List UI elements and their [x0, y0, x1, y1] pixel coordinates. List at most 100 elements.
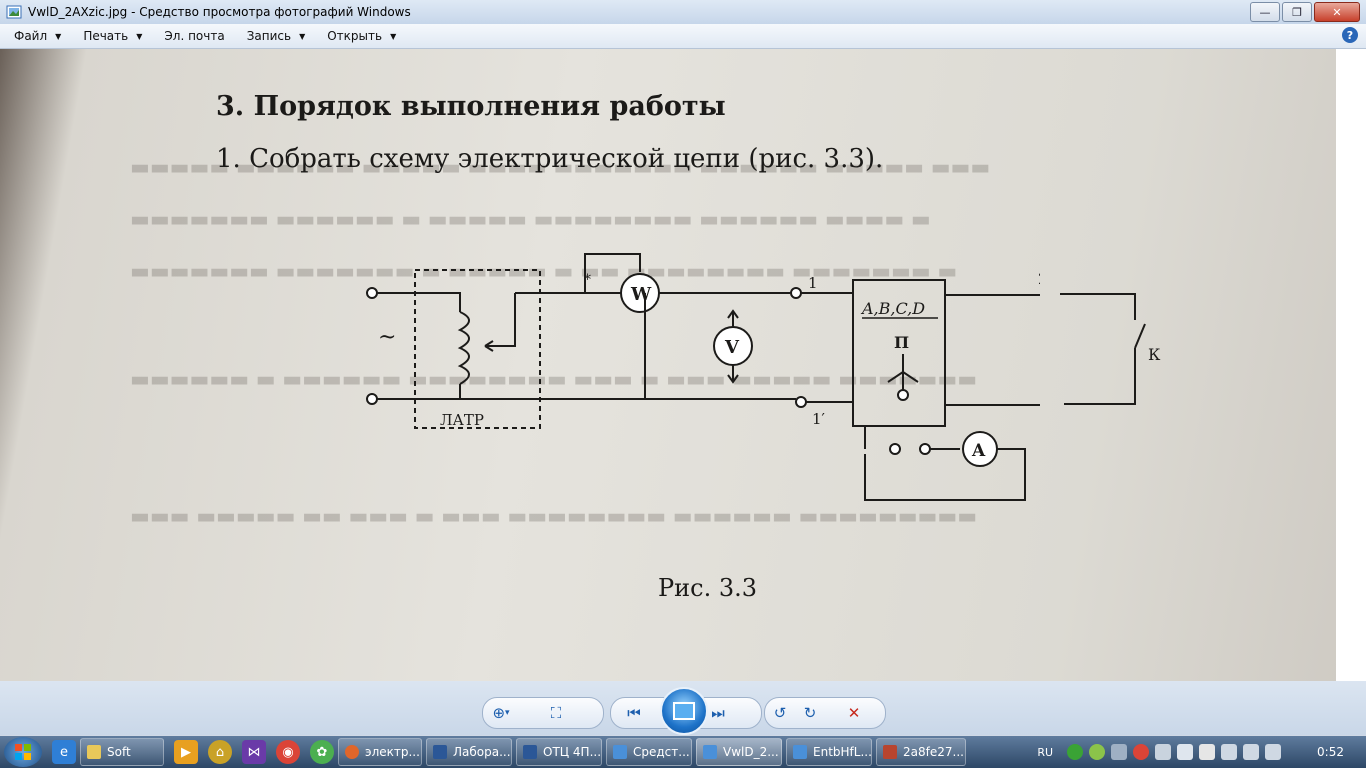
latr-label: ЛАТР: [440, 411, 484, 429]
rotate-ccw-button[interactable]: ↺: [765, 701, 795, 725]
task-viewer-1[interactable]: Средст...: [606, 738, 692, 766]
firefox-icon: [345, 745, 359, 759]
tray-usb-icon[interactable]: [1155, 744, 1172, 760]
terminal-1-label: 1: [808, 274, 818, 292]
photo-viewer-icon: [793, 745, 807, 759]
tray-chrome-icon[interactable]: [1133, 744, 1150, 760]
task-viewer-active[interactable]: VwlD_2...: [696, 738, 782, 766]
media-player-icon[interactable]: ▶: [174, 740, 198, 764]
taskbar: e Soft ▶ ⌂ ⋈ ◉ ✿ электр... Лабора... ОТЦ…: [0, 736, 1366, 768]
task-archive[interactable]: 2a8fe27...: [876, 738, 966, 766]
rotate-group: ↺ ↻ ✕: [764, 697, 886, 729]
previous-icon: ⏮: [627, 704, 641, 722]
maximize-button[interactable]: ❐: [1282, 2, 1312, 22]
menu-open[interactable]: Открыть▼: [327, 29, 397, 43]
task-firefox[interactable]: электр...: [338, 738, 422, 766]
start-button[interactable]: [4, 737, 42, 767]
task-word-1[interactable]: Лабора...: [426, 738, 512, 766]
block-p-label: П: [894, 333, 909, 352]
bleed-through-text: ▬▬▬▬▬▬ ▬ ▬▬▬▬▬▬ ▬▬▬▬▬▬▬▬ ▬▬▬ ▬ ▬▬▬ ▬▬▬▬▬…: [130, 367, 978, 391]
terminal-1p-label: 1′: [812, 410, 826, 428]
chevron-down-icon: ▼: [136, 31, 143, 41]
wattmeter-label: W: [630, 284, 652, 305]
block-abcd-label: A,B,C,D: [860, 299, 925, 318]
rotate-ccw-icon: ↺: [773, 704, 787, 722]
photo-page: ▬▬▬▬▬ ▬▬▬▬▬▬ ▬▬▬▬▬ ▬▬▬▬ ▬▬▬▬▬▬▬ ▬▬▬▬▬▬ ▬…: [0, 49, 1340, 681]
slideshow-button[interactable]: [660, 687, 708, 735]
chrome-icon[interactable]: ◉: [276, 740, 300, 764]
word-icon: [523, 745, 537, 759]
minimize-button[interactable]: —: [1250, 2, 1280, 22]
task-viewer-3[interactable]: EntbHfL...: [786, 738, 872, 766]
tray-keyboard-icon[interactable]: [1177, 744, 1194, 760]
next-icon: ⏭: [711, 704, 725, 722]
photo-viewer-icon: [703, 745, 717, 759]
delete-button[interactable]: ✕: [839, 701, 869, 725]
system-tray: RU 0:52: [1037, 736, 1366, 768]
fit-window-icon: ⛶: [550, 704, 562, 722]
photo-viewer-icon: [613, 745, 627, 759]
archive-icon: [883, 745, 897, 759]
flag-icon[interactable]: [1199, 744, 1216, 760]
section-heading: 3. Порядок выполнения работы: [216, 91, 726, 122]
chevron-down-icon: ▾: [505, 708, 510, 718]
ammeter-label: A: [971, 441, 986, 461]
tray-app-icon[interactable]: [1111, 744, 1128, 760]
window-title: VwlD_2AXzic.jpg - Средство просмотра фот…: [28, 5, 411, 19]
magnifier-icon: ⊕: [492, 704, 506, 722]
step-text: 1. Собрать схему электрической цепи (рис…: [216, 144, 884, 174]
avast-icon[interactable]: ⌂: [208, 740, 232, 764]
menu-print[interactable]: Печать▼: [83, 29, 143, 43]
voltmeter-label: V: [724, 337, 740, 358]
delete-icon: ✕: [847, 704, 861, 722]
volume-icon[interactable]: [1221, 744, 1238, 760]
help-icon[interactable]: ?: [1342, 27, 1358, 43]
figure-caption: Рис. 3.3: [658, 574, 758, 602]
previous-button[interactable]: ⏮: [619, 701, 649, 725]
switch-label: К: [1148, 345, 1161, 364]
folder-icon: [87, 745, 101, 759]
switch-k: К: [1060, 293, 1161, 405]
menu-bar: Файл▼ Печать▼ Эл. почта Запись▼ Открыть▼…: [0, 24, 1366, 49]
next-button[interactable]: ⏭: [703, 701, 733, 725]
bleed-through-text: ▬▬▬▬▬▬▬ ▬▬▬▬▬▬▬ ▬ ▬▬▬▬▬ ▬ ▬▬ ▬▬▬▬▬▬▬▬ ▬▬…: [130, 259, 958, 283]
rotate-cw-button[interactable]: ↻: [795, 701, 825, 725]
task-soft[interactable]: Soft: [80, 738, 164, 766]
speaker-icon[interactable]: [1265, 744, 1282, 760]
circuit-diagram: ~ ЛАТР * W V: [366, 253, 1040, 501]
zoom-button[interactable]: ⊕▾: [483, 701, 519, 725]
visual-studio-icon[interactable]: ⋈: [242, 740, 266, 764]
tray-app-icon[interactable]: [1067, 744, 1084, 760]
slideshow-icon: [673, 702, 695, 720]
tray-app-icon[interactable]: [1089, 744, 1106, 760]
menu-email[interactable]: Эл. почта: [164, 29, 225, 43]
actual-size-button[interactable]: ⛶: [541, 701, 571, 725]
chevron-down-icon: ▼: [55, 31, 62, 41]
photo-viewport: ▬▬▬▬▬ ▬▬▬▬▬▬ ▬▬▬▬▬ ▬▬▬▬ ▬▬▬▬▬▬▬ ▬▬▬▬▬▬ ▬…: [0, 49, 1366, 681]
viewer-background: [1336, 49, 1366, 681]
menu-burn[interactable]: Запись▼: [246, 29, 306, 43]
windows-logo-icon: [15, 744, 31, 760]
terminal-2-label: 2: [1038, 270, 1040, 288]
task-word-2[interactable]: ОТЦ 4П...: [516, 738, 602, 766]
ac-source-label: ~: [378, 325, 396, 350]
menu-file[interactable]: Файл▼: [14, 29, 62, 43]
viewer-controls: ⊕▾ ⛶ ⏮ ⏭ ↺ ↻ ✕: [0, 681, 1366, 735]
zoom-group: ⊕▾ ⛶: [482, 697, 604, 729]
clock[interactable]: 0:52: [1317, 745, 1344, 759]
chevron-down-icon: ▼: [299, 31, 306, 41]
close-button[interactable]: ✕: [1314, 2, 1360, 22]
app-icon[interactable]: ✿: [310, 740, 334, 764]
internet-explorer-icon[interactable]: e: [52, 740, 76, 764]
rotate-cw-icon: ↻: [803, 704, 817, 722]
bleed-through-text: ▬▬▬▬▬▬▬ ▬▬▬▬▬▬ ▬ ▬▬▬▬▬ ▬▬▬▬▬▬▬▬ ▬▬▬▬▬▬ ▬…: [130, 207, 931, 231]
bleed-through-text: ▬▬▬ ▬▬▬▬▬ ▬▬ ▬▬▬ ▬ ▬▬▬ ▬▬▬▬▬▬▬▬ ▬▬▬▬▬▬ ▬…: [130, 504, 978, 528]
word-icon: [433, 745, 447, 759]
language-indicator[interactable]: RU: [1037, 745, 1054, 759]
polarity-star: *: [584, 272, 591, 288]
network-icon[interactable]: [1243, 744, 1260, 760]
title-bar: VwlD_2AXzic.jpg - Средство просмотра фот…: [0, 0, 1366, 24]
chevron-down-icon: ▼: [390, 31, 397, 41]
latr-box: [414, 269, 541, 429]
photo-viewer-icon: [6, 5, 22, 19]
